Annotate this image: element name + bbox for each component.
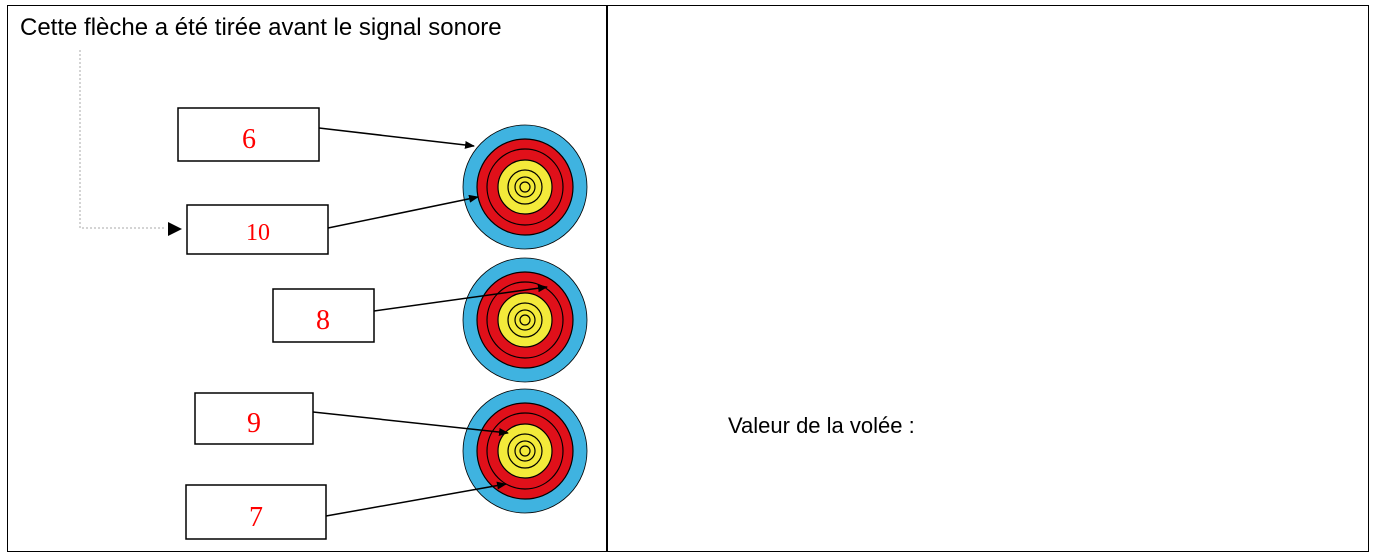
column-divider xyxy=(606,5,608,552)
score-box-7: 7 xyxy=(185,484,327,540)
target-ring-line xyxy=(507,433,543,469)
arrow-10 xyxy=(327,194,479,229)
score-box-9: 9 xyxy=(194,392,314,445)
score-box-6: 6 xyxy=(177,107,320,162)
score-box-10: 10 xyxy=(186,204,329,255)
target-ring-line xyxy=(514,309,536,331)
score-value: 8 xyxy=(316,305,330,336)
target-yellow-zone xyxy=(497,159,553,215)
table-frame xyxy=(7,5,1369,552)
target-3 xyxy=(462,388,588,514)
target-ring-line xyxy=(507,169,543,205)
score-value: 7 xyxy=(249,502,263,533)
score-value: 10 xyxy=(246,220,270,246)
target-yellow-zone xyxy=(497,292,553,348)
score-value: 6 xyxy=(242,124,256,155)
target-ring-line xyxy=(519,445,531,457)
score-box-8: 8 xyxy=(272,288,375,343)
target-ring-line xyxy=(519,181,531,193)
target-2 xyxy=(462,257,588,383)
target-ring-line xyxy=(486,281,564,359)
target-ring-line xyxy=(514,440,536,462)
target-1 xyxy=(462,124,588,250)
score-value: 9 xyxy=(247,408,261,439)
caption-early-arrow: Cette flèche a été tirée avant le signal… xyxy=(20,14,502,41)
target-ring-line xyxy=(486,148,564,226)
target-yellow-zone xyxy=(497,423,553,479)
volley-value-label: Valeur de la volée : xyxy=(728,413,915,438)
early-arrow-connector xyxy=(79,50,165,229)
target-ring-line xyxy=(519,314,531,326)
arrow-9 xyxy=(312,411,509,437)
arrow-8 xyxy=(373,284,548,312)
target-ring-line xyxy=(486,412,564,490)
target-ring-line xyxy=(507,302,543,338)
arrow-6 xyxy=(318,127,475,149)
arrow-7 xyxy=(325,481,507,517)
early-arrow-marker xyxy=(168,222,182,236)
target-ring-line xyxy=(514,176,536,198)
